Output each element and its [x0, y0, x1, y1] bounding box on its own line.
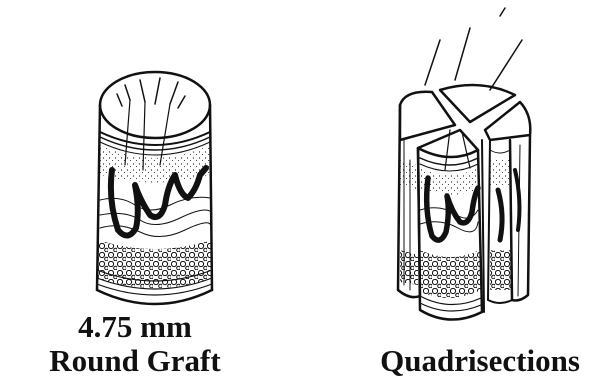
graft-top-surface	[100, 72, 210, 138]
quadrisections-label: Quadrisections	[345, 345, 615, 378]
graft-type-label: Round Graft	[10, 345, 260, 378]
graft-bottom-edge	[97, 290, 212, 304]
quadrisection-illustration	[398, 8, 530, 320]
round-graft-illustration	[97, 72, 212, 304]
graft-size-label: 4.75 mm	[20, 311, 250, 344]
